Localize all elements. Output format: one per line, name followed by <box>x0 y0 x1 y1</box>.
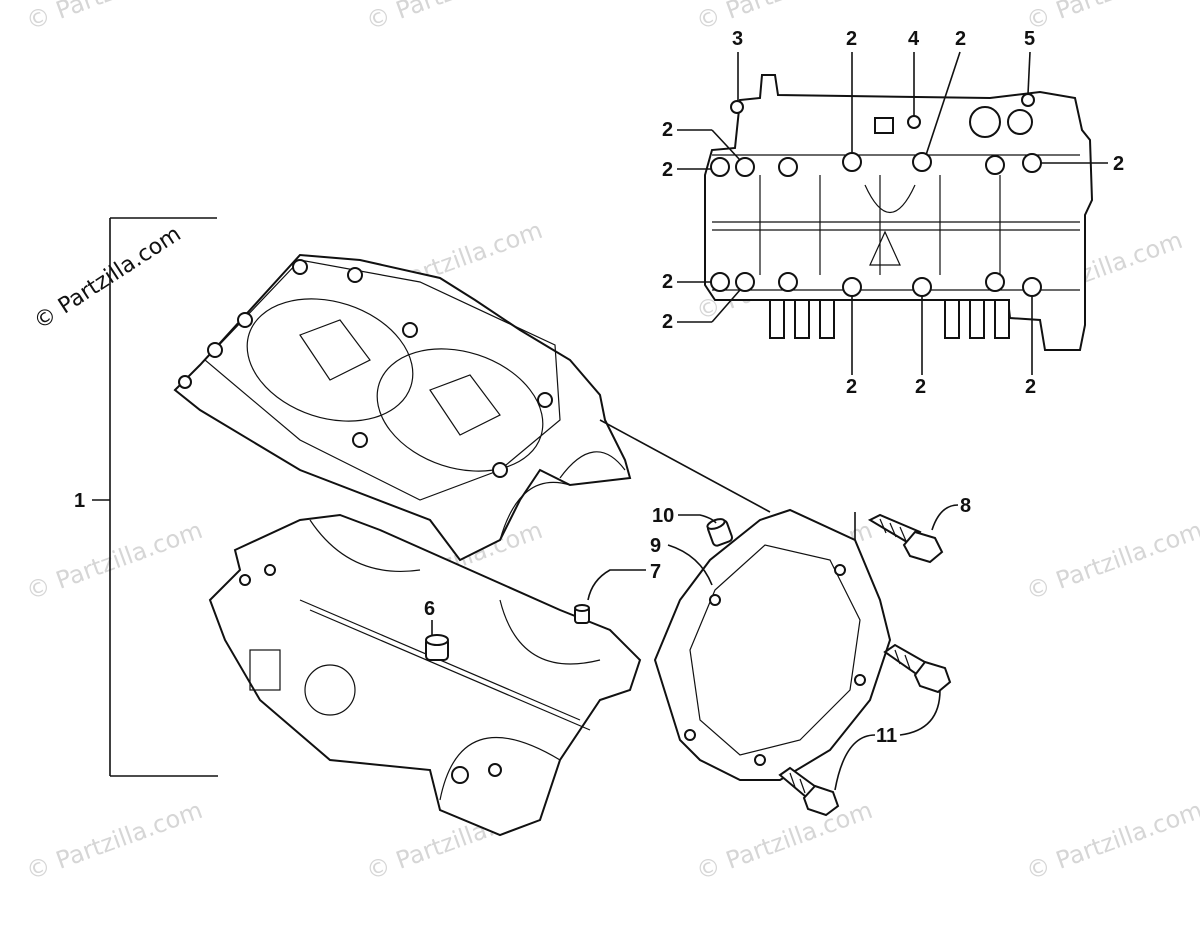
callout-2: 2 <box>915 376 926 398</box>
callout-2: 2 <box>846 376 857 398</box>
callout-2: 2 <box>662 119 673 141</box>
watermark: © Partzilla.com <box>22 796 206 886</box>
watermark: © Partzilla.com <box>362 0 546 36</box>
bolt-11-lower <box>778 766 840 817</box>
callout-2: 2 <box>662 311 673 333</box>
assembly-bracket: 1 <box>74 217 218 777</box>
watermark: © Partzilla.com <box>1022 796 1200 886</box>
watermark: © Partzilla.com <box>22 0 206 36</box>
callout-8: 8 <box>960 495 971 517</box>
bolt-8 <box>867 513 944 564</box>
dowel-sleeve-10 <box>706 518 734 547</box>
watermark: © Partzilla.com <box>692 796 876 886</box>
callout-2: 2 <box>662 159 673 181</box>
crankcase-bottom-view <box>704 74 1094 351</box>
callout-2: 2 <box>846 28 857 50</box>
callout-2: 2 <box>662 271 673 293</box>
callout-6: 6 <box>424 598 435 620</box>
callout-4: 4 <box>908 28 920 50</box>
lower-crankcase-half <box>208 513 642 837</box>
callout-5: 5 <box>1024 28 1035 50</box>
watermark: © Partzilla.com <box>1022 516 1200 606</box>
watermark-dark: © Partzilla.com <box>30 222 186 335</box>
watermark: © Partzilla.com <box>1022 0 1200 36</box>
callout-2: 2 <box>1025 376 1036 398</box>
top-view-callouts: 3 2 4 2 5 2 2 2 2 2 2 2 2 <box>662 28 1124 398</box>
upper-crankcase-half <box>173 253 632 562</box>
callout-7: 7 <box>650 561 661 583</box>
callout-2: 2 <box>1113 153 1124 175</box>
flywheel-housing <box>653 508 892 781</box>
callout-2: 2 <box>955 28 966 50</box>
callout-11: 11 <box>876 725 897 747</box>
callout-9: 9 <box>650 535 661 557</box>
callout-1: 1 <box>74 490 85 512</box>
watermark: © Partzilla.com <box>22 516 206 606</box>
dowel-pin-7 <box>574 604 590 624</box>
bolt-11-upper <box>883 643 952 694</box>
dowel-pin-6 <box>425 634 449 661</box>
alignment-line <box>599 419 771 513</box>
callout-10: 10 <box>652 505 674 527</box>
callout-3: 3 <box>732 28 743 50</box>
